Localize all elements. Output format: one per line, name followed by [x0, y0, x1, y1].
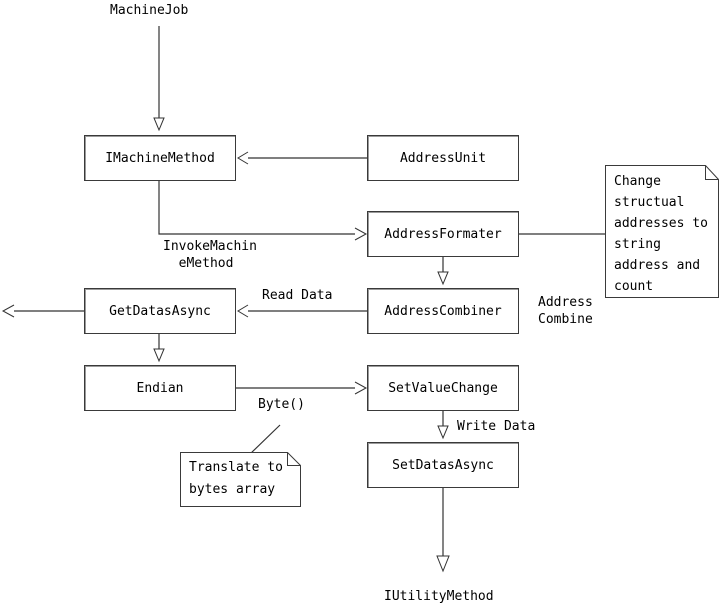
arrowhead-addresscombiner — [437, 271, 449, 286]
arrowhead-setdatasasync — [437, 425, 449, 440]
note-shape — [180, 452, 301, 507]
edge-label-address-combine: Address Combine — [538, 295, 593, 327]
page-title: MachineJob — [110, 3, 189, 18]
arrowhead-setvaluechange — [354, 381, 368, 395]
node-getdatasasync[interactable]: GetDatasAsync — [84, 288, 236, 334]
arrowhead-machinejob — [153, 117, 165, 132]
node-addresscombiner[interactable]: AddressCombiner — [367, 288, 519, 334]
edge-imachinemethod-to-addressformater — [158, 181, 355, 235]
leader-line-translate-note — [247, 424, 281, 457]
node-label: Endian — [136, 380, 184, 396]
node-imachinemethod[interactable]: IMachineMethod — [84, 135, 236, 181]
node-addressunit[interactable]: AddressUnit — [367, 135, 519, 181]
node-label: AddressUnit — [399, 150, 487, 166]
node-label: IMachineMethod — [105, 150, 215, 166]
edge-label-write-data: Write Data — [457, 419, 536, 434]
note-translate-bytes: Translate to bytes array — [180, 452, 301, 507]
node-label: AddressCombiner — [384, 303, 502, 319]
node-setdatasasync[interactable]: SetDatasAsync — [367, 442, 519, 488]
arrowhead-addressformater — [354, 227, 368, 241]
note-shape — [605, 165, 719, 298]
note-text: Change structual addresses to string add… — [614, 174, 708, 294]
edge-label-read-data: Read Data — [262, 288, 333, 303]
node-addressformater[interactable]: AddressFormater — [367, 211, 519, 257]
arrowhead-iutilitymethod — [436, 555, 450, 573]
edge-label-byte-array: Byte() — [258, 397, 305, 412]
arrowhead-getdatasasync — [237, 304, 249, 318]
arrowhead-endian — [153, 348, 165, 363]
node-label: GetDatasAsync — [109, 303, 211, 319]
node-label: SetDatasAsync — [392, 457, 494, 473]
edge-label-invoke-machine-method: InvokeMachin eMethod — [163, 239, 257, 271]
note-address-transform: Change structual addresses to string add… — [605, 165, 719, 298]
arrowhead-addressunit — [237, 151, 249, 165]
node-label: AddressFormater — [384, 226, 502, 242]
arrowhead-getdatasasync-out — [1, 304, 15, 318]
node-setvaluechange[interactable]: SetValueChange — [367, 365, 519, 411]
bottom-endpoint-label: IUtilityMethod — [384, 589, 494, 604]
node-endian[interactable]: Endian — [84, 365, 236, 411]
node-label: SetValueChange — [388, 380, 498, 396]
note-text: Translate to bytes array — [189, 460, 283, 497]
